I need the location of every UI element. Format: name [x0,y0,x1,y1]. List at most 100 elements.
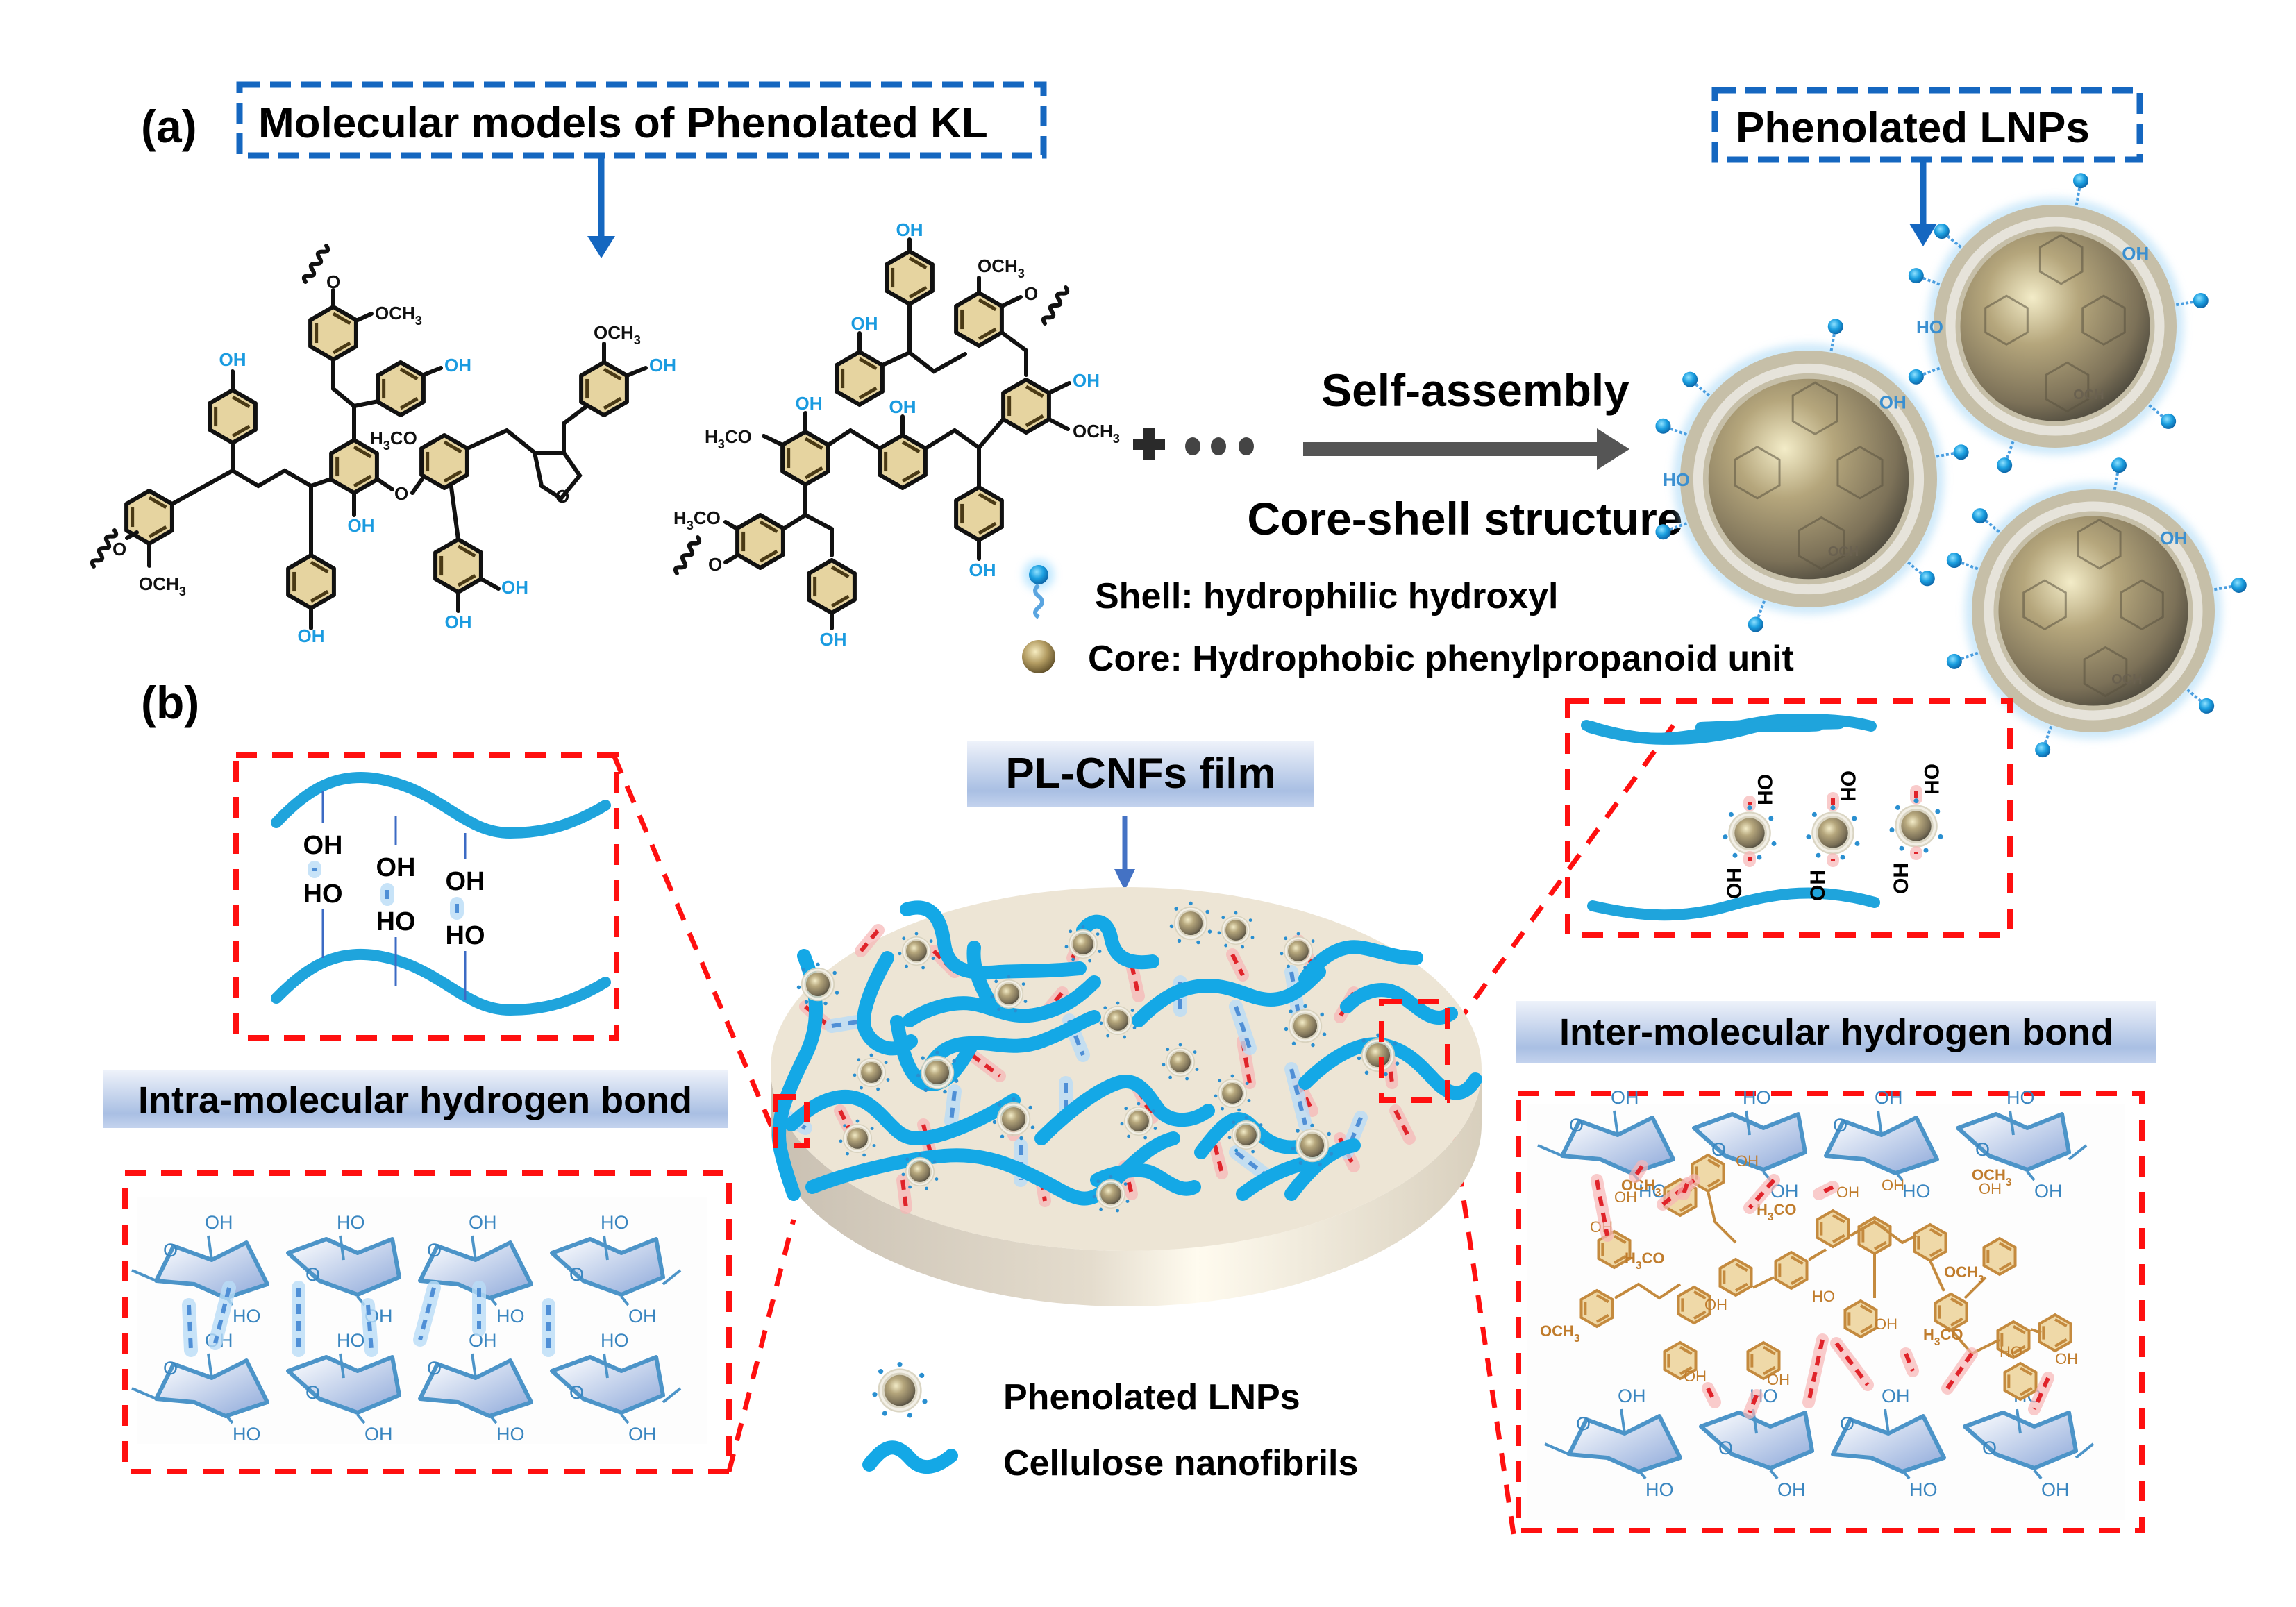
cellulose-nanofibril [900,900,1087,980]
hydroxyl-ball [2035,742,2051,758]
wavy-bond [1041,285,1070,326]
bond [339,1353,345,1379]
glucose-ring [418,1358,533,1418]
hydroxyl-ball [2111,457,2127,473]
hydroxyl-label: OH [444,355,471,376]
hydroxyl-label: OH [628,1424,657,1445]
faint-ring [1836,446,1884,500]
glucose-ring [154,1240,269,1300]
chain-end [131,1387,157,1400]
kl-title: Molecular models of Phenolated KL [258,99,988,147]
hydrogen-bond-blue [949,1091,957,1122]
ring-oxygen-label: O [1718,1438,1733,1458]
hydroxyl-label: OH [1777,1479,1806,1500]
double-bond [332,312,351,326]
chain-end [662,1387,682,1404]
double-bond [1025,414,1044,428]
hydroxyl-ball [1972,508,1988,524]
subscript: 3 [1934,1336,1941,1348]
wavy-bond [673,535,702,575]
double-bond [310,560,329,574]
chem-label: O [708,554,722,575]
bond [762,434,785,447]
hydrogen-bond-red [2032,1377,2050,1411]
hydrogen-bond-red [1633,1165,1644,1178]
double-bond [1999,1242,2012,1252]
hydroxyl-label: HO [496,1424,525,1445]
hydroxyl-label: OH [219,349,246,370]
methoxy-label: OCH3 [139,573,186,598]
double-bond [1763,1365,1776,1375]
faint-ring [1734,446,1781,500]
methoxy-label: OCH [2111,672,2142,687]
hydroxyl-shell-icon [1029,565,1048,584]
double-bond [1679,1346,1693,1356]
intra-zoom-marker [773,1094,810,1148]
bond [1047,417,1070,431]
hydroxyl-label: OH [1882,1386,1910,1406]
hydroxyl-label: HO [1743,1087,1771,1108]
hydrogen-bond-red [1213,1145,1224,1174]
double-bond [1950,1317,1963,1327]
hydroxyl-label: OH [851,313,878,334]
double-bond [1614,1254,1627,1264]
hydroxyl-ball [1748,616,1763,632]
legend-cnf: Cellulose nanofibrils [862,1440,1358,1483]
hydroxyl-label: HO [2006,1087,2035,1108]
bond [375,477,394,491]
bond [488,1413,498,1424]
hydroxyl-label: HO [1645,1479,1674,1500]
hydroxyl-label: OH [2041,1479,2070,1500]
hydroxyl-label: HO [337,1330,365,1351]
faint-ring [2022,579,2067,630]
hydroxyl-label: HO [496,1306,525,1327]
ring-oxygen-label: O [163,1358,178,1379]
bond [331,357,356,442]
bond [1850,1220,1917,1245]
cellulose-nanofibril [785,1090,1021,1146]
hydroxyl-label: OH [1875,1315,1897,1333]
hydroxyl-label: OH [820,629,847,650]
double-bond [2013,1325,2026,1335]
double-bond [1693,1290,1707,1300]
ring-oxygen-label: O [1840,1413,1854,1434]
hydroxyl-ball [2193,293,2209,309]
hydroxyl-ball [1908,268,1924,284]
lnp-particle [1804,804,1861,861]
bond [1620,1408,1626,1434]
cellulose-nanofibril [1298,1037,1482,1100]
hydroxyl-label: OH [1611,1087,1639,1108]
bond [723,553,739,564]
bond [1745,1110,1751,1136]
chem-label: O [394,483,408,504]
dot-icon [1185,437,1200,455]
bond [1752,1276,1775,1289]
hydroxyl-label: OH [1879,392,1907,412]
bond [603,1235,609,1261]
double-bond [2013,1345,2026,1354]
ring-oxygen-label: O [427,1358,442,1379]
hydroxyl-label: HO [446,921,485,950]
double-bond [353,474,372,488]
double-bond [457,544,476,558]
hydroxyl-ball [1919,571,1935,587]
hydroxyl-label: OH [469,1212,497,1233]
hydroxyl-label: OH [1882,1177,1904,1194]
double-bond [310,589,329,603]
svg-text:Phenolated LNPs: Phenolated LNPs [1003,1377,1300,1417]
hydrogen-bond-blue [366,1304,374,1351]
methoxy-label: H3CO [705,426,752,451]
double-bond [978,298,997,312]
bond [471,1353,477,1379]
bond [620,1413,630,1424]
hydrogen-bond-red [1818,1185,1834,1196]
double-bond [1929,1228,1943,1238]
methoxy-rest: CO [725,426,752,447]
double-bond [1679,1202,1693,1212]
ring-oxygen-label: O [1711,1139,1726,1160]
hydroxyl-label: HO [601,1212,629,1233]
